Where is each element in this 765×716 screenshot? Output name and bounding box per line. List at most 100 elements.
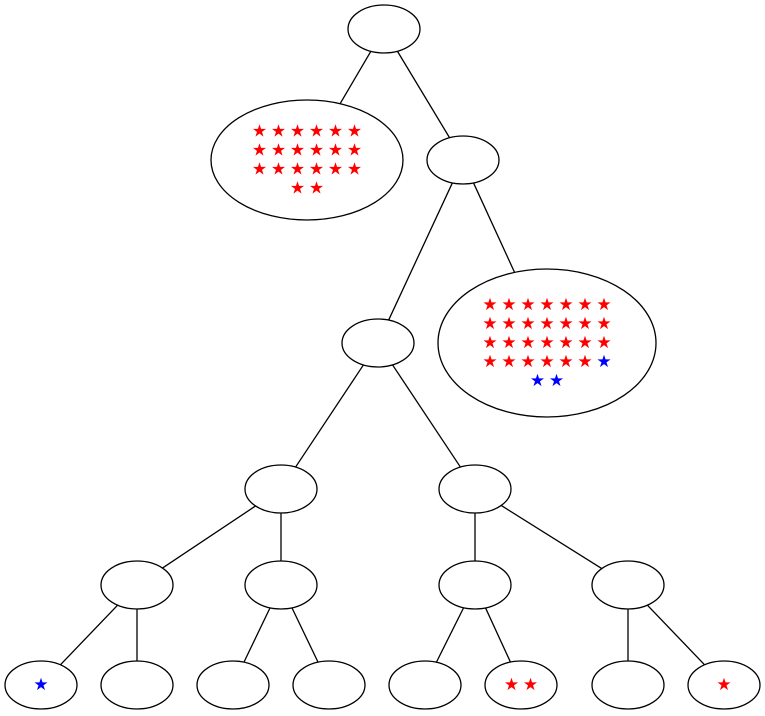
- red-star-icon: ★: [482, 295, 497, 315]
- node-n6: [438, 464, 512, 514]
- red-star-icon: ★: [347, 141, 362, 161]
- node-ellipse-n9: [438, 560, 512, 610]
- red-star-icon: ★: [577, 314, 592, 334]
- node-n5: [244, 464, 318, 514]
- red-star-icon: ★: [501, 352, 516, 372]
- blue-star-icon: ★: [530, 371, 545, 391]
- red-star-icon: ★: [328, 141, 343, 161]
- red-star-icon: ★: [309, 141, 324, 161]
- red-star-icon: ★: [577, 295, 592, 315]
- red-star-icon: ★: [290, 122, 305, 142]
- node-n4: ★★★★★★★★★★★★★★★★★★★★★★★★★★★★★★: [437, 268, 657, 418]
- node-l8: ★: [687, 660, 761, 710]
- node-l6: ★★: [484, 660, 558, 710]
- red-star-icon: ★: [523, 675, 538, 695]
- nodes-layer: ★★★★★★★★★★★★★★★★★★★★★★★★★★★★★★★★★★★★★★★★…: [4, 4, 761, 710]
- node-ellipse-n1: [210, 99, 404, 221]
- red-star-icon: ★: [539, 333, 554, 353]
- node-ellipse-l8: [687, 660, 761, 710]
- node-ellipse-n6: [438, 464, 512, 514]
- node-l7: [591, 660, 665, 710]
- red-star-icon: ★: [482, 333, 497, 353]
- red-star-icon: ★: [520, 295, 535, 315]
- edge-n3-n6: [392, 364, 461, 468]
- edge-n2-n4: [472, 182, 516, 273]
- node-n1: ★★★★★★★★★★★★★★★★★★★★: [210, 99, 404, 221]
- red-star-icon: ★: [539, 314, 554, 334]
- blue-star-icon: ★: [549, 371, 564, 391]
- red-star-icon: ★: [577, 352, 592, 372]
- node-n3: [341, 318, 415, 368]
- red-star-icon: ★: [252, 141, 267, 161]
- node-l1: ★: [4, 660, 78, 710]
- red-star-icon: ★: [716, 675, 731, 695]
- node-ellipse-n5: [244, 464, 318, 514]
- red-star-icon: ★: [482, 352, 497, 372]
- edge-root-n1: [339, 51, 372, 105]
- red-star-icon: ★: [328, 122, 343, 142]
- node-ellipse-n8: [244, 560, 318, 610]
- node-n10: [591, 560, 665, 610]
- node-ellipse-n7: [100, 560, 174, 610]
- red-star-icon: ★: [271, 122, 286, 142]
- node-ellipse-n10: [591, 560, 665, 610]
- red-star-icon: ★: [539, 295, 554, 315]
- red-star-icon: ★: [558, 314, 573, 334]
- red-star-icon: ★: [520, 314, 535, 334]
- edges-layer: [59, 50, 706, 666]
- red-star-icon: ★: [309, 160, 324, 180]
- edge-n8-l4: [291, 607, 319, 663]
- red-star-icon: ★: [482, 314, 497, 334]
- red-star-icon: ★: [520, 333, 535, 353]
- red-star-icon: ★: [520, 352, 535, 372]
- red-star-icon: ★: [347, 122, 362, 142]
- node-ellipse-l7: [591, 660, 665, 710]
- red-star-icon: ★: [596, 295, 611, 315]
- red-star-icon: ★: [347, 160, 362, 180]
- blue-star-icon: ★: [33, 675, 48, 695]
- red-star-icon: ★: [290, 179, 305, 199]
- red-star-icon: ★: [558, 333, 573, 353]
- red-star-icon: ★: [501, 333, 516, 353]
- node-n9: [438, 560, 512, 610]
- red-star-icon: ★: [501, 314, 516, 334]
- red-star-icon: ★: [271, 141, 286, 161]
- node-n2: [426, 135, 500, 185]
- node-l3: [196, 660, 270, 710]
- node-ellipse-n4: [437, 268, 657, 418]
- node-ellipse-n2: [426, 135, 500, 185]
- edge-n9-l5: [435, 607, 465, 663]
- red-star-icon: ★: [309, 122, 324, 142]
- red-star-icon: ★: [290, 141, 305, 161]
- node-l5: [388, 660, 462, 710]
- edge-n8-l3: [243, 607, 271, 663]
- red-star-icon: ★: [596, 333, 611, 353]
- red-star-icon: ★: [558, 295, 573, 315]
- red-star-icon: ★: [504, 675, 519, 695]
- edge-n9-l6: [484, 607, 512, 663]
- node-n7: [100, 560, 174, 610]
- node-ellipse-l4: [292, 660, 366, 710]
- red-star-icon: ★: [539, 352, 554, 372]
- node-ellipse-l6: [484, 660, 558, 710]
- node-ellipse-l1: [4, 660, 78, 710]
- red-star-icon: ★: [558, 352, 573, 372]
- red-star-icon: ★: [501, 295, 516, 315]
- red-star-icon: ★: [252, 122, 267, 142]
- edge-root-n2: [396, 50, 451, 139]
- red-star-icon: ★: [309, 179, 324, 199]
- red-star-icon: ★: [596, 314, 611, 334]
- node-ellipse-l5: [388, 660, 462, 710]
- node-ellipse-root: [347, 4, 421, 54]
- node-n8: [244, 560, 318, 610]
- edge-n10-l8: [646, 604, 706, 666]
- node-ellipse-l2: [100, 660, 174, 710]
- node-ellipse-l3: [196, 660, 270, 710]
- edge-n3-n5: [295, 364, 364, 468]
- edge-n5-n7: [162, 505, 256, 569]
- blue-star-icon: ★: [596, 352, 611, 372]
- node-root: [347, 4, 421, 54]
- red-star-icon: ★: [328, 160, 343, 180]
- node-l2: [100, 660, 174, 710]
